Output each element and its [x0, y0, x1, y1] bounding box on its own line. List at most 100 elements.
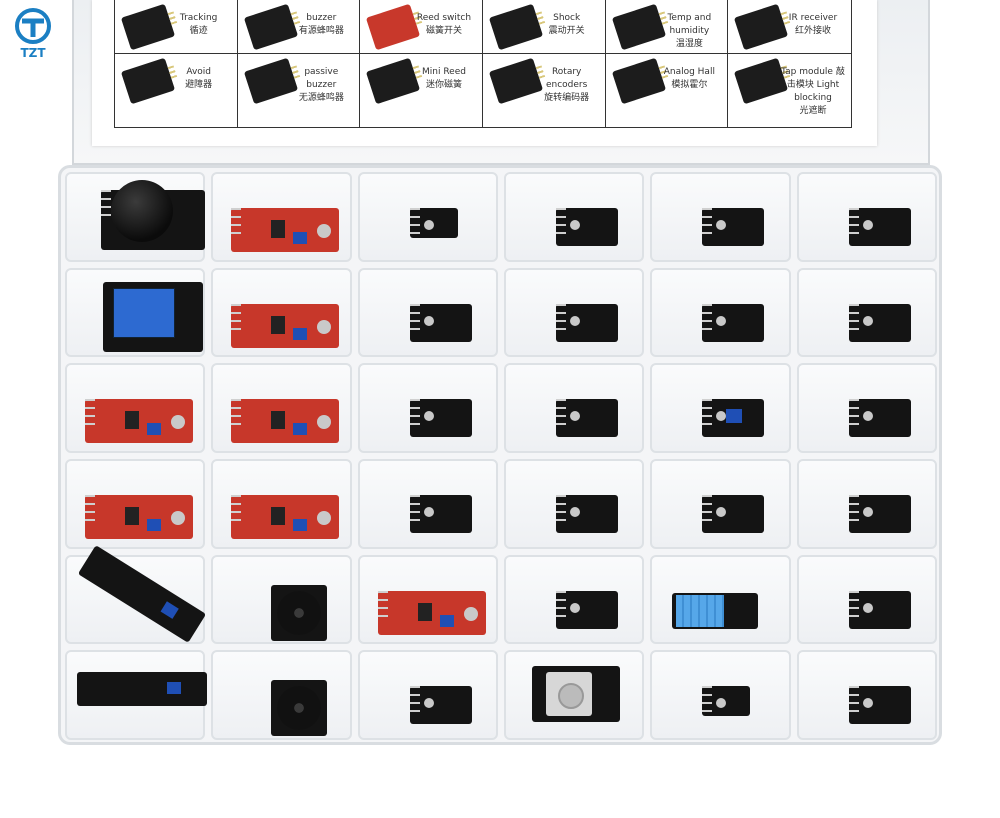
potentiometer [147, 423, 161, 436]
tzt-logo-icon [15, 8, 51, 44]
component [862, 220, 873, 230]
led [317, 224, 332, 238]
potentiometer [726, 409, 743, 424]
logo-text: TZT [20, 46, 46, 60]
potentiometer [147, 519, 161, 531]
led [317, 319, 332, 334]
sensor-module-black [702, 495, 765, 533]
module-name-zh: 迷你磁簧 [425, 80, 462, 90]
module-label: passive buzzer 无源蜂鸣器 [289, 66, 353, 105]
header-pins [702, 303, 713, 330]
sensor-module-red [231, 303, 340, 348]
module-name-en: Reed switch [416, 13, 472, 23]
sensor-module-black [409, 399, 472, 438]
ic-chip [271, 315, 286, 334]
relay-module [103, 281, 203, 352]
tray-compartment [357, 363, 498, 453]
sensor-module-red [231, 399, 340, 444]
tray-compartment [357, 267, 498, 358]
header-pins [409, 399, 420, 426]
module-name-zh: 震动开关 [548, 26, 585, 36]
module-name-zh: 旋转编码器 [544, 93, 590, 103]
module-name-zh: 避障器 [185, 80, 213, 90]
sensor-module-black [556, 399, 618, 438]
dht-sensor [676, 594, 725, 627]
header-pins [702, 686, 713, 713]
component [716, 315, 727, 326]
header-pins [848, 686, 859, 713]
module-label: Avoid 避障器 [167, 66, 231, 92]
header-pins [556, 208, 566, 234]
sensor-module-red [231, 495, 340, 539]
header-pins [702, 495, 713, 521]
led [317, 415, 332, 430]
potentiometer [293, 327, 308, 340]
ic-chip [125, 507, 139, 525]
sensor-module-black [848, 495, 911, 533]
module-name-zh: 无源蜂鸣器 [298, 93, 344, 103]
sensor-module-black [702, 686, 751, 717]
component [570, 220, 580, 230]
component [716, 507, 727, 517]
header-pins [231, 399, 242, 426]
rotary-knob [546, 672, 592, 717]
rotary-encoder-module [532, 666, 620, 723]
sensor-module-black [848, 590, 911, 629]
header-pins [702, 399, 713, 426]
component [570, 411, 580, 422]
header-pins [409, 686, 420, 713]
header-pins [231, 495, 242, 521]
ic-chip [417, 602, 432, 621]
component [423, 220, 434, 230]
ic-chip [271, 507, 286, 525]
component [862, 507, 873, 517]
module-name-en: Shock [553, 13, 581, 23]
sensor-module-red [231, 208, 340, 252]
sensor-module-black [848, 686, 911, 725]
sensor-module-red [85, 495, 193, 539]
header-pins [409, 495, 420, 521]
module-name-en: Temp and humidity [667, 13, 712, 36]
component [716, 220, 727, 230]
potentiometer [160, 600, 179, 619]
module-name-en: IR receiver [788, 13, 838, 23]
led [171, 415, 185, 430]
module-name-en: passive buzzer [304, 67, 339, 90]
sensor-module-black [409, 303, 472, 342]
module-name-zh: 模拟霍尔 [671, 80, 708, 90]
header-pins [702, 208, 713, 234]
joystick-knob [111, 180, 173, 242]
component [716, 698, 727, 709]
component [862, 411, 873, 422]
label-cell: Shock 震动开关 [482, 0, 606, 54]
module-name-en: Avoid [186, 67, 211, 77]
sensor-module-black [848, 303, 911, 342]
header-pins [231, 208, 242, 234]
component [570, 315, 580, 326]
header-pins [556, 399, 566, 426]
component [423, 507, 434, 517]
sensor-tray [58, 165, 942, 745]
sensor-module-black [848, 399, 911, 438]
header-pins [556, 495, 566, 521]
joystick-module [101, 180, 205, 250]
header-pins [409, 303, 420, 330]
component [570, 507, 580, 517]
led [463, 606, 478, 621]
sensor-module-red [377, 590, 486, 635]
